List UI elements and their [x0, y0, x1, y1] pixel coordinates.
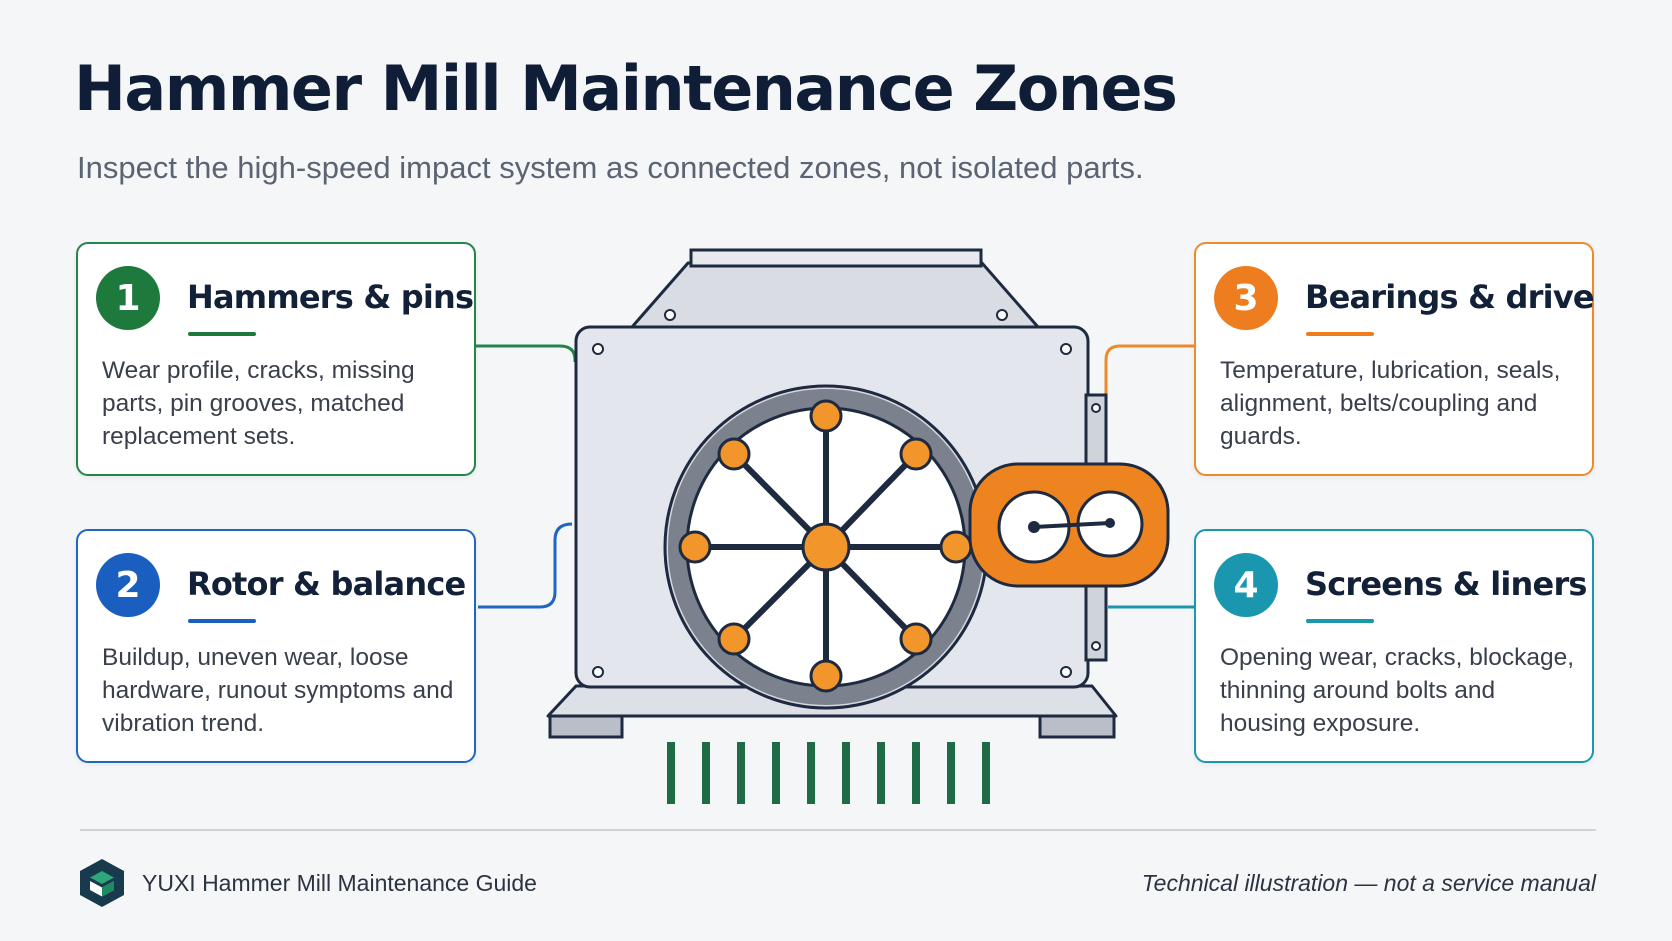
zone-title: Bearings & drive: [1305, 278, 1595, 316]
hammer-icon: [809, 659, 843, 693]
zone-number-badge: 2: [96, 553, 160, 617]
footer-disclaimer: Technical illustration — not a service m…: [1141, 870, 1596, 896]
zone-title: Rotor & balance: [187, 565, 466, 603]
zone-number-badge: 4: [1214, 553, 1278, 617]
zone-description: Wear profile, cracks, missing parts, pin…: [102, 357, 415, 450]
rotor-icon: [663, 384, 989, 710]
page-title: Hammer Mill Maintenance Zones: [74, 52, 1178, 125]
hammer-icon: [717, 622, 751, 656]
zone-card-bearings-drive: 3 Bearings & drive Temperature, lubricat…: [1194, 242, 1595, 476]
connector-line-2: [478, 522, 573, 609]
hammer-icon: [809, 399, 843, 433]
connector-line-3: [1104, 344, 1194, 398]
zone-number-badge: 3: [1214, 266, 1278, 330]
zone-title-underline: [1306, 619, 1374, 623]
screen-bars-icon: [667, 742, 990, 804]
zone-title-underline: [188, 619, 256, 623]
hammer-icon: [939, 530, 973, 564]
page-subtitle: Inspect the high-speed impact system as …: [77, 150, 1144, 185]
hammer-icon: [678, 530, 712, 564]
zone-card-rotor-balance: 2 Rotor & balance Buildup, uneven wear, …: [76, 529, 476, 763]
footer-divider: [80, 829, 1596, 831]
zone-title: Screens & liners: [1305, 565, 1587, 603]
drive-pulley-icon: [968, 462, 1170, 588]
hammer-icon: [717, 437, 751, 471]
zone-description: Buildup, uneven wear, loose hardware, ru…: [102, 644, 454, 737]
zone-number-badge: 1: [96, 266, 160, 330]
zone-description: Opening wear, cracks, blockage, thinning…: [1220, 644, 1575, 737]
hammer-icon: [899, 622, 933, 656]
zone-title-underline: [188, 332, 256, 336]
hammer-icon: [899, 437, 933, 471]
zone-card-hammers-pins: 1 Hammers & pins Wear profile, cracks, m…: [76, 242, 476, 476]
zone-title: Hammers & pins: [187, 278, 474, 316]
footer-brand: YUXI Hammer Mill Maintenance Guide: [142, 870, 537, 896]
zone-title-underline: [1306, 332, 1374, 336]
cube-logo-icon: [80, 859, 124, 907]
feed-hopper-icon: [630, 248, 1040, 329]
rotor-hub-icon: [801, 522, 851, 572]
zone-description: Temperature, lubrication, seals, alignme…: [1220, 357, 1561, 450]
connector-line-1: [476, 344, 577, 362]
zone-card-screens-liners: 4 Screens & liners Opening wear, cracks,…: [1194, 529, 1594, 763]
